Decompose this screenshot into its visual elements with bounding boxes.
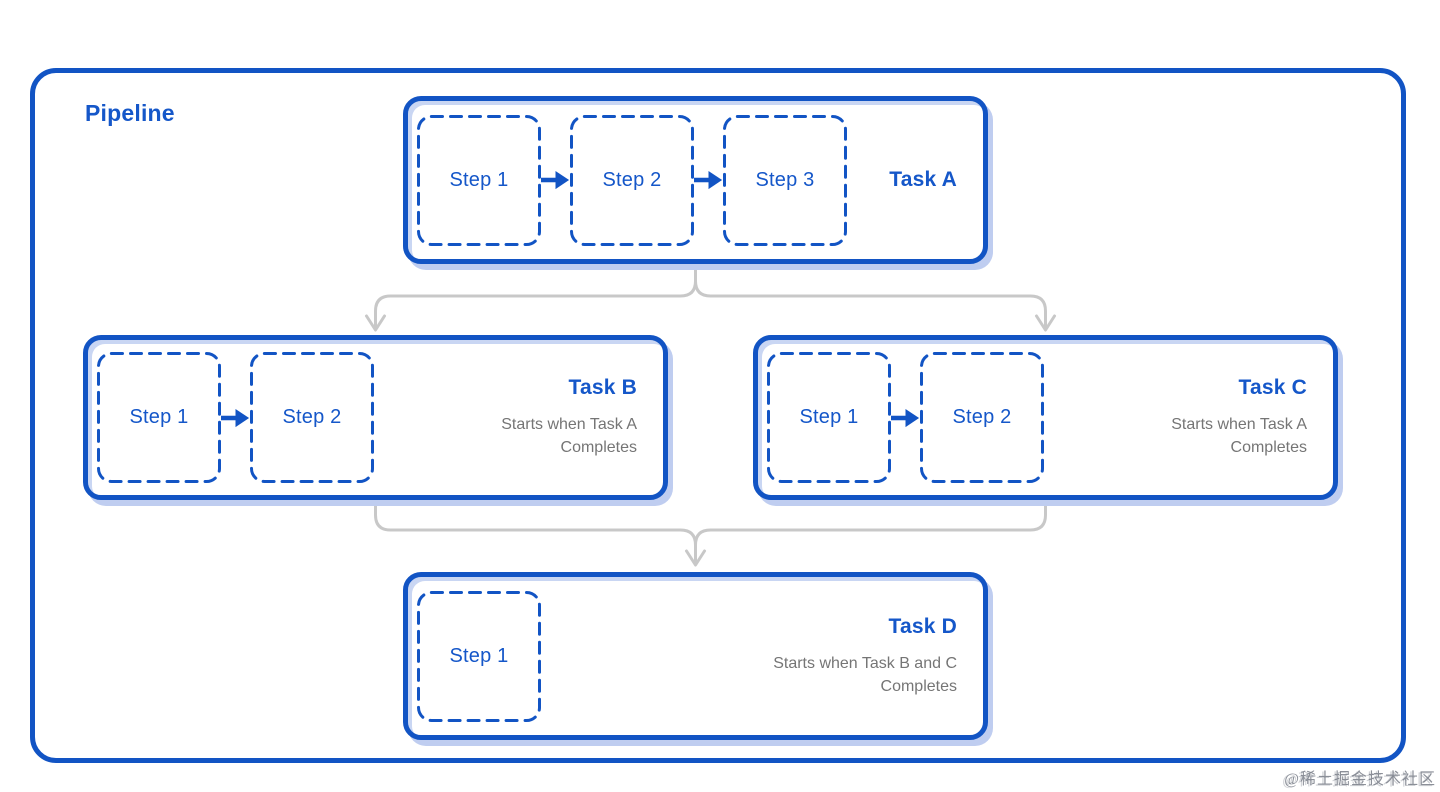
task-subtitle: Starts when Task A Completes xyxy=(1171,416,1307,456)
step-label: Step 2 xyxy=(282,406,342,428)
task-b-card: Step 1 Step 2 Task B Starts when Task A … xyxy=(83,335,668,500)
step-box: Step 1 xyxy=(767,352,891,483)
step-box: Step 2 xyxy=(920,352,1044,483)
step-arrow-icon xyxy=(694,167,723,193)
task-d-label-block: Task D Starts when Task B and C Complete… xyxy=(747,615,957,698)
pipeline-frame xyxy=(30,68,1406,763)
task-b-label-block: Task B Starts when Task A Completes xyxy=(462,376,637,459)
step-label: Step 1 xyxy=(449,168,509,191)
dashed-border xyxy=(417,590,541,722)
dashed-border xyxy=(767,352,891,483)
task-title: Task B xyxy=(568,376,637,399)
step-label: Step 1 xyxy=(449,644,509,667)
dashed-border xyxy=(570,114,694,246)
pipeline-title: Pipeline xyxy=(85,100,175,126)
step-box: Step 1 xyxy=(417,114,541,246)
dashed-border xyxy=(920,352,1044,483)
task-title: Task D xyxy=(888,614,957,638)
task-a-steps: Step 1 Step 2 Step 3 xyxy=(417,114,847,246)
step-label: Step 1 xyxy=(129,406,189,428)
dashed-border xyxy=(250,352,374,483)
task-subtitle: Starts when Task B and C Completes xyxy=(773,654,957,695)
task-d-card: Step 1 Task D Starts when Task B and C C… xyxy=(403,572,988,740)
step-arrow-icon xyxy=(541,167,570,193)
step-label: Step 2 xyxy=(602,168,662,191)
task-subtitle: Starts when Task A Completes xyxy=(501,416,637,456)
step-label: Step 2 xyxy=(952,406,1012,428)
task-c-card: Step 1 Step 2 Task C Starts when Task A … xyxy=(753,335,1338,500)
step-arrow-icon xyxy=(221,405,250,431)
watermark: @稀土掘金技术社区 xyxy=(1284,771,1436,788)
task-c-steps: Step 1 Step 2 xyxy=(767,352,1044,483)
task-d-steps: Step 1 xyxy=(417,590,541,722)
step-box: Step 3 xyxy=(723,114,847,246)
step-label: Step 3 xyxy=(755,168,815,191)
step-box: Step 2 xyxy=(250,352,374,483)
dashed-border xyxy=(723,114,847,246)
step-label: Step 1 xyxy=(799,406,859,428)
task-c-label-block: Task C Starts when Task A Completes xyxy=(1132,376,1307,459)
dashed-border xyxy=(97,352,221,483)
step-box: Step 1 xyxy=(417,590,541,722)
task-title: Task A xyxy=(889,168,957,191)
step-box: Step 2 xyxy=(570,114,694,246)
task-a-card: Step 1 Step 2 Step 3 Task A xyxy=(403,96,988,264)
task-a-label-block: Task A xyxy=(889,168,957,192)
task-b-steps: Step 1 Step 2 xyxy=(97,352,374,483)
step-arrow-icon xyxy=(891,405,920,431)
task-title: Task C xyxy=(1238,376,1307,399)
dashed-border xyxy=(417,114,541,246)
step-box: Step 1 xyxy=(97,352,221,483)
